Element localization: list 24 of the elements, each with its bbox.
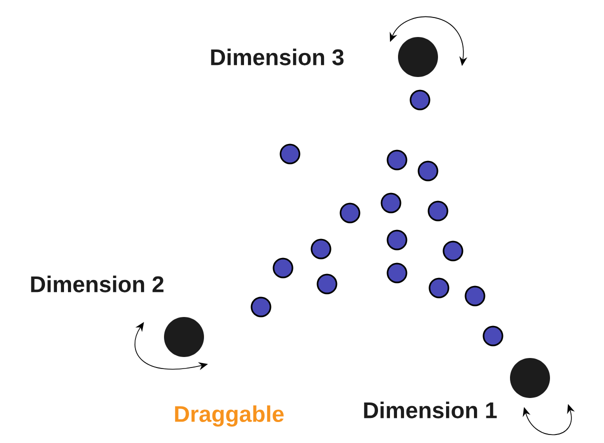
data-dot (250, 296, 272, 318)
data-dot (428, 278, 450, 298)
data-dot (418, 160, 438, 182)
data-dot (380, 192, 402, 214)
dimension-label: Dimension 2 (31, 276, 164, 292)
handle-circle (398, 37, 438, 77)
handle-circle (164, 317, 204, 357)
data-dot (280, 144, 300, 164)
data-dot (386, 150, 408, 170)
draggable-label: Draggable (175, 405, 284, 427)
handle-circle (510, 358, 550, 398)
data-dot (386, 230, 408, 250)
data-dot (428, 200, 448, 222)
data-dot (482, 326, 504, 346)
data-dot (310, 238, 332, 260)
data-dot (340, 202, 360, 224)
data-dot (272, 258, 294, 278)
data-dot (442, 240, 464, 262)
dimension-label: Dimension 1 (364, 402, 497, 418)
data-dot (386, 262, 408, 284)
data-dot (464, 286, 486, 306)
data-dot (316, 274, 338, 294)
data-dot (410, 90, 430, 110)
dimension-label: Dimension 3 (211, 48, 344, 66)
